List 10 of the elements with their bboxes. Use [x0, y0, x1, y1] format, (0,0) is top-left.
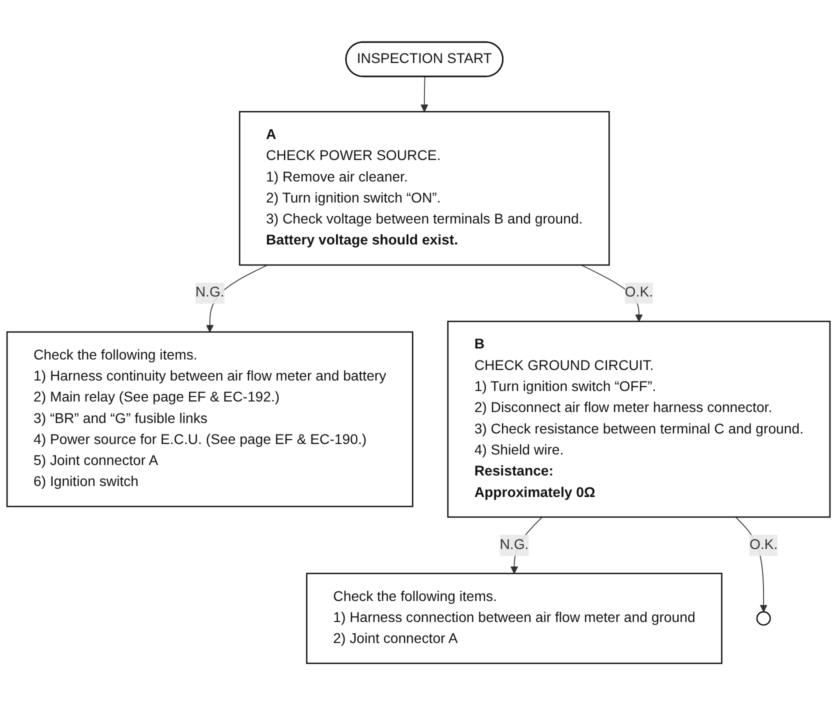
node-box: Check the following items. 1) Harness connection between air flow meter and ground 2) Joint connector A — [306, 573, 722, 664]
edge-label: O.K. — [624, 286, 654, 301]
edge-label: O.K. — [749, 538, 778, 553]
node-box: B CHECK GROUND CIRCUIT. 1) Turn ignition switch “OFF”. 2) Disconnect air flow meter harness connector. 3) Check resistance between terminal C and ground. 4) Shield wire. Resistance: Approximately 0Ω — [447, 321, 831, 518]
edge-label: N.G. — [195, 286, 224, 301]
arrow — [420, 76, 428, 112]
node-circle — [756, 611, 771, 626]
node-box: Check the following items. 1) Harness continuity between air flow meter and battery 2) Main relay (See page EF & EC-192.) 3) “BR” and “G” fusible links 4) Power source for E.C.U. (See page EF & EC-190.) 5) Joint connector A 6) Ignition switch — [6, 332, 414, 508]
edge-label: N.G. — [500, 538, 529, 553]
node-box: A CHECK POWER SOURCE. 1) Remove air cleaner. 2) Turn ignition switch “ON”. 3) Check voltage between terminals B and ground. Battery voltage should exist. — [238, 111, 610, 266]
